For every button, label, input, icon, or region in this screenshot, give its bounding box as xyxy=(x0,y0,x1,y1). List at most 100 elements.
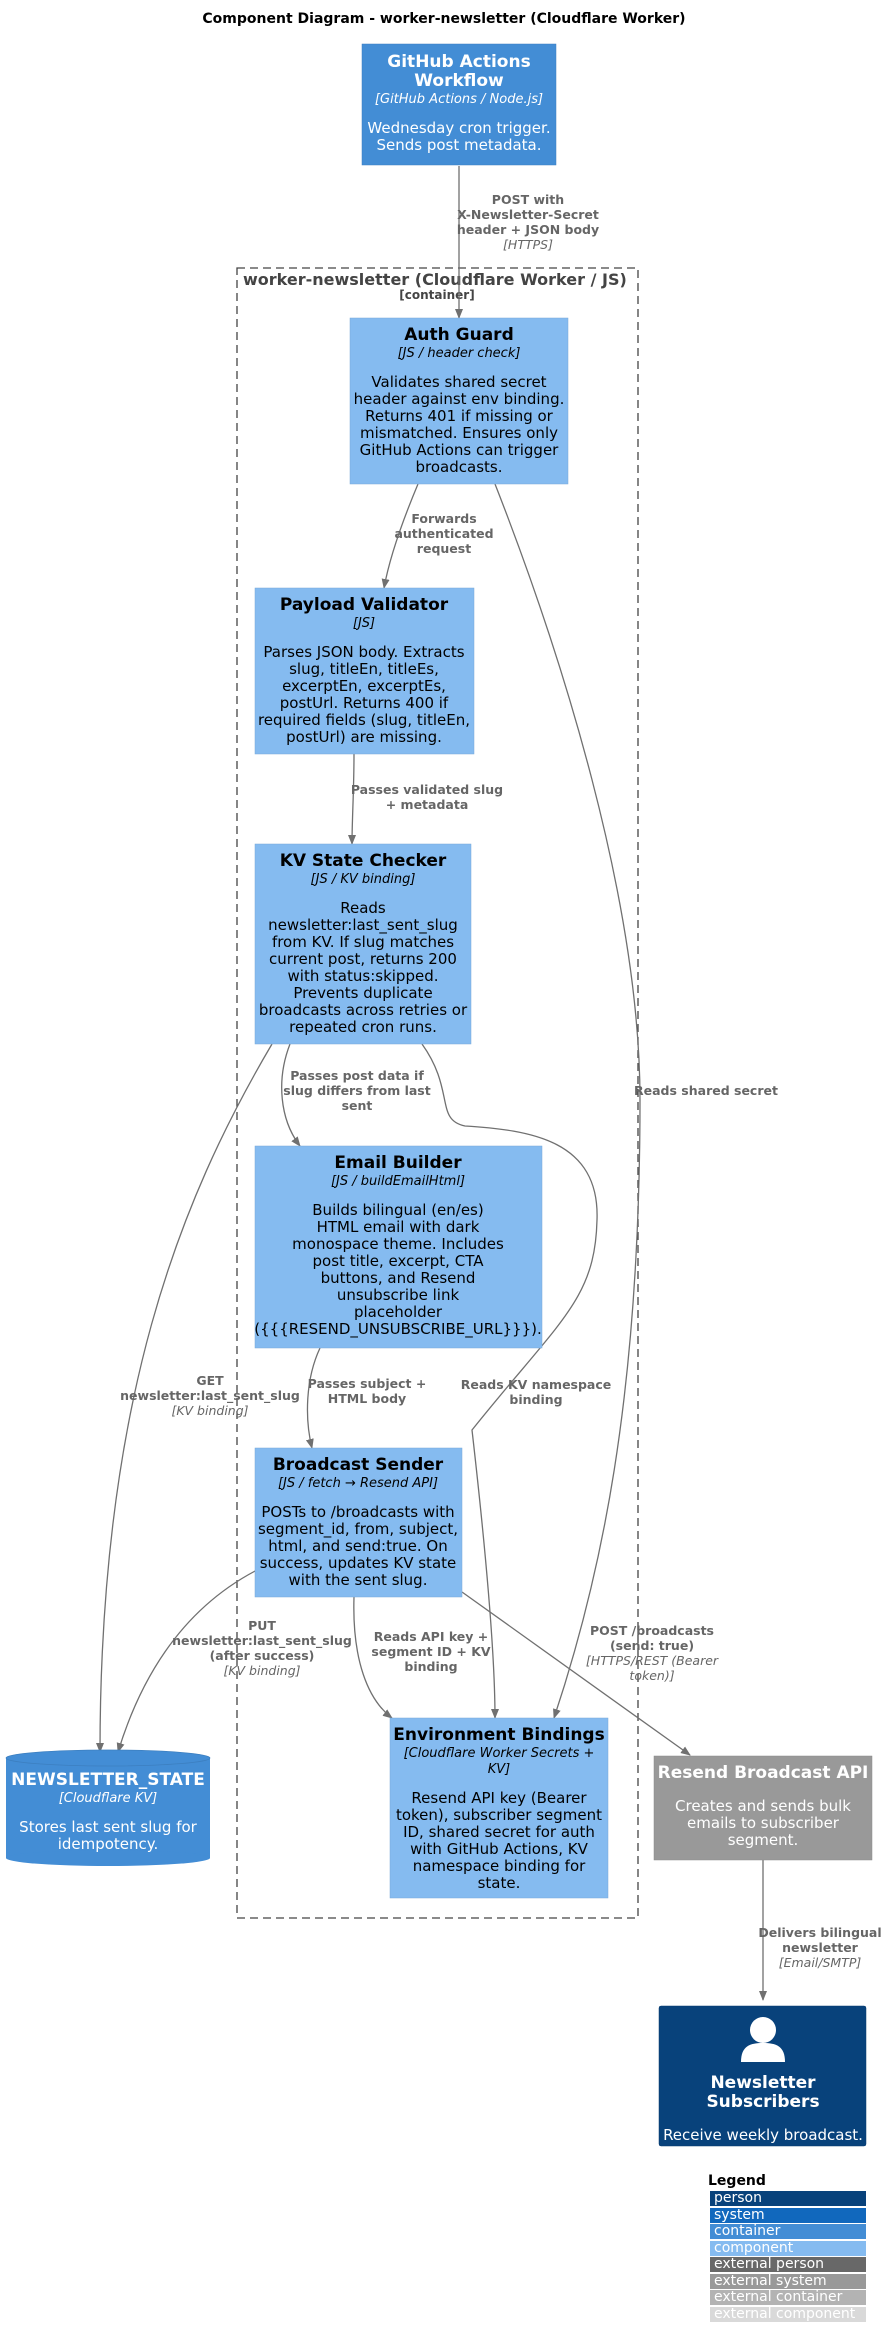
email-description: Builds bilingual (en/es) xyxy=(312,1201,483,1219)
auth-description: broadcasts. xyxy=(416,458,503,476)
edge-tech-resend_subs: [Email/SMTP] xyxy=(779,1955,862,1970)
edge-tech-sender_resend: token)] xyxy=(629,1668,674,1683)
email-description: unsubscribe link xyxy=(337,1286,460,1304)
auth-description: Validates shared secret xyxy=(371,373,546,391)
validator-description: required fields (slug, titleEn, xyxy=(258,711,470,729)
github-title: Workflow xyxy=(414,71,504,91)
edge-label-sender_resend: POST /broadcasts xyxy=(590,1623,714,1638)
validator-description: postUrl. Returns 400 if xyxy=(280,694,449,712)
kvcheck-title: KV State Checker xyxy=(280,851,447,871)
legend-item-person: person xyxy=(710,2191,866,2206)
email-description: buttons, and Resend xyxy=(321,1269,476,1287)
edge-label-auth_validator: request xyxy=(417,541,471,556)
legend-item-external-component: external component xyxy=(710,2306,866,2322)
validator-description: Parses JSON body. Extracts xyxy=(263,643,464,661)
github-description: Sends post metadata. xyxy=(377,136,542,154)
edge-kv-env xyxy=(421,1043,598,1719)
edge-label-kv_email: sent xyxy=(342,1098,373,1113)
edge-label-auth_env: Reads shared secret xyxy=(634,1083,778,1098)
env-description: ID, shared secret for auth xyxy=(403,1823,595,1841)
kvcheck-technology: [JS / KV binding] xyxy=(311,872,416,887)
edge-label-email_sender: Passes subject + xyxy=(308,1376,427,1391)
edge-label-kv_state: newsletter:last_sent_slug xyxy=(120,1388,300,1404)
email-title: Email Builder xyxy=(334,1153,462,1173)
auth-description: header against env binding. xyxy=(354,390,565,408)
kvcheck-description: newsletter:last_sent_slug xyxy=(268,916,458,935)
edge-tech-kv_state: [KV binding] xyxy=(171,1403,248,1418)
edge-label-gh_auth: POST with xyxy=(492,192,564,207)
subscribers-title: Subscribers xyxy=(706,2092,819,2112)
kvcheck-description: from KV. If slug matches xyxy=(272,933,454,951)
edge-validator-kv xyxy=(348,753,357,845)
subscribers-description: Receive weekly broadcast. xyxy=(663,2126,863,2144)
kvcheck-description: Reads xyxy=(340,899,386,917)
sender-description: POSTs to /broadcasts with xyxy=(261,1503,454,1521)
edge-sender-env xyxy=(353,1596,393,1719)
env-description: state. xyxy=(478,1874,521,1892)
state-technology: [Cloudflare KV] xyxy=(59,1791,158,1806)
email-description: HTML email with dark xyxy=(317,1218,480,1236)
github-description: Wednesday cron trigger. xyxy=(367,119,550,137)
edge-label-resend_subs: newsletter xyxy=(782,1940,859,1955)
auth-description: mismatched. Ensures only xyxy=(360,424,558,442)
state-title: NEWSLETTER_STATE xyxy=(11,1770,205,1790)
edge-tech-gh_auth: [HTTPS] xyxy=(503,237,553,252)
edge-label-auth_validator: authenticated xyxy=(394,526,493,541)
auth-description: GitHub Actions can trigger xyxy=(360,441,560,459)
resend-description: Creates and sends bulk xyxy=(675,1797,851,1815)
legend-item-external-person: external person xyxy=(710,2257,866,2272)
validator-description: excerptEn, excerptEs, xyxy=(282,677,446,695)
email-builder-node xyxy=(254,1145,543,1349)
kvcheck-description: broadcasts across retries or xyxy=(259,1001,468,1019)
email-technology: [JS / buildEmailHtml] xyxy=(331,1174,465,1189)
github-technology: [GitHub Actions / Node.js] xyxy=(375,92,543,107)
edge-tech-sender_resend: [HTTPS/REST (Bearer xyxy=(586,1653,719,1668)
edge-auth-validator xyxy=(381,483,419,589)
edge-label-kv_email: Passes post data if xyxy=(290,1068,424,1083)
edge-label-sender_state: PUT xyxy=(248,1618,276,1633)
edge-label-kv_env: Reads KV namespace xyxy=(461,1377,612,1392)
environment-bindings-node xyxy=(389,1717,609,1899)
payload-validator-node xyxy=(254,587,475,755)
env-technology: [Cloudflare Worker Secrets + xyxy=(404,1746,595,1761)
sender-description: html, and send:true. On xyxy=(268,1537,447,1555)
email-description: post title, excerpt, CTA xyxy=(313,1252,485,1270)
container-boundary xyxy=(236,267,639,1919)
subscribers-title: Newsletter xyxy=(710,2073,816,2093)
edges xyxy=(96,166,767,2001)
diagram-title: Component Diagram - worker-newsletter (C… xyxy=(202,11,685,27)
legend-item-external-container: external container xyxy=(710,2290,866,2305)
edge-label-gh_auth: header + JSON body xyxy=(457,222,599,237)
sender-description: segment_id, from, subject, xyxy=(258,1520,458,1539)
edge-label-sender_env: Reads API key + xyxy=(374,1629,489,1644)
edge-sender-resend xyxy=(461,1591,691,1756)
edge-label-kv_email: slug differs from last xyxy=(283,1083,430,1098)
state-description: Stores last sent slug for xyxy=(19,1818,197,1836)
github-actions-workflow-node xyxy=(361,43,557,166)
resend-description: segment. xyxy=(728,1831,799,1849)
kv-state-checker-node xyxy=(254,843,472,1045)
edge-email-sender xyxy=(305,1347,321,1449)
newsletter-subscribers-node xyxy=(658,2005,867,2147)
edge-label-sender_resend: (send: true) xyxy=(610,1638,694,1653)
email-description: placeholder xyxy=(354,1303,443,1321)
edge-label-gh_auth: X-Newsletter-Secret xyxy=(457,207,599,222)
github-title: GitHub Actions xyxy=(387,52,530,72)
edge-kv-email xyxy=(281,1043,301,1147)
edge-label-email_sender: HTML body xyxy=(328,1391,406,1406)
broadcast-sender-node xyxy=(254,1447,463,1598)
kvcheck-description: Prevents duplicate xyxy=(293,984,432,1002)
newsletter-state-database xyxy=(5,1749,211,1866)
edge-tech-sender_state: [KV binding] xyxy=(223,1663,300,1678)
sender-title: Broadcast Sender xyxy=(273,1455,444,1475)
validator-description: postUrl) are missing. xyxy=(286,728,442,746)
auth-title: Auth Guard xyxy=(404,325,514,345)
validator-title: Payload Validator xyxy=(280,595,449,615)
kvcheck-description: current post, returns 200 xyxy=(269,950,457,968)
legend-item-external-system: external system xyxy=(710,2273,866,2289)
sender-technology: [JS / fetch → Resend API] xyxy=(278,1476,438,1491)
edge-label-kv_env: binding xyxy=(509,1392,562,1407)
validator-technology: [JS] xyxy=(353,616,375,631)
